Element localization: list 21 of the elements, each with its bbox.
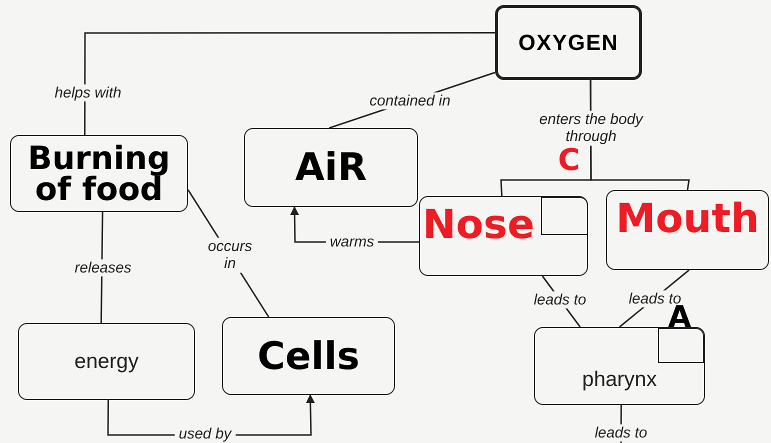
- answer-box: [244, 128, 418, 207]
- answer-box: [419, 196, 588, 276]
- concept-box: [495, 5, 642, 80]
- edge-label: used by: [174, 425, 236, 443]
- handwritten-answer: Nose: [422, 206, 534, 244]
- answer-box: [658, 328, 704, 363]
- concept-box: [534, 327, 705, 405]
- handwritten-answer: AiR: [295, 149, 367, 186]
- concept-label: energy: [74, 350, 139, 374]
- answer-box: [10, 135, 188, 212]
- connector-line: [84, 32, 495, 135]
- handwritten-letter: C: [558, 146, 580, 176]
- concept-box: [18, 323, 195, 400]
- handwritten-answer: Burning of food: [26, 143, 172, 204]
- handwritten-answer: Cells: [257, 338, 360, 374]
- handwritten-answer: Mouth: [616, 200, 760, 238]
- answer-box: [606, 190, 769, 270]
- answer-box: [541, 197, 588, 235]
- concept-label: OXYGEN: [518, 30, 619, 56]
- concept-label: pharynx: [582, 368, 657, 392]
- answer-box: [222, 317, 395, 395]
